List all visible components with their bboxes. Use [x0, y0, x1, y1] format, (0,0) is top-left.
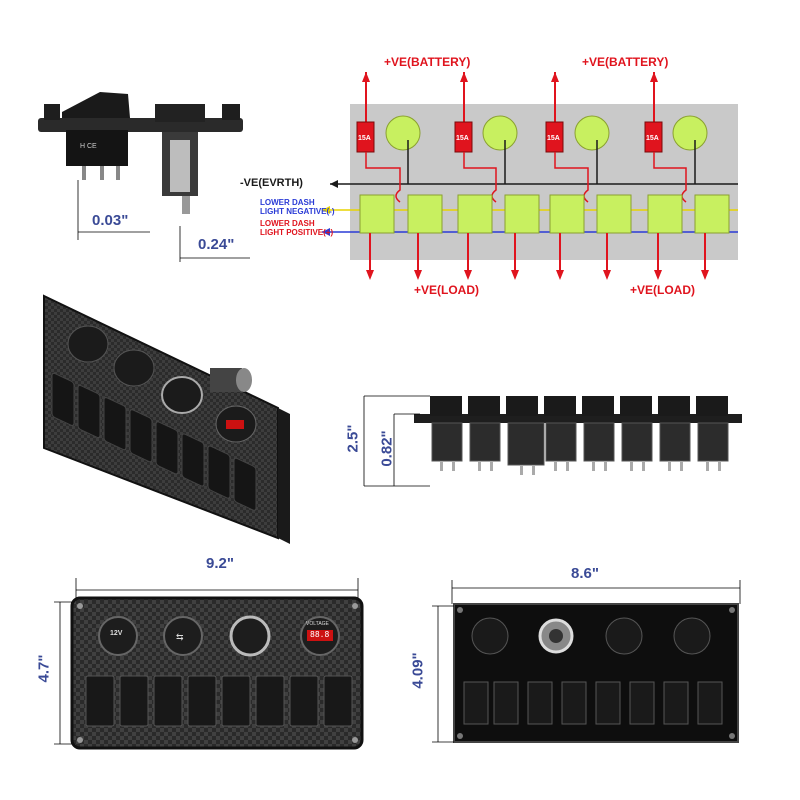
svg-text:H CE: H CE: [80, 143, 97, 150]
svg-text:⇆: ⇆: [176, 632, 184, 642]
dim-socket-depth: 0.24": [198, 236, 235, 253]
fuse-label-2: 15A: [456, 135, 469, 142]
battery-label-left: +VE(BATTERY): [384, 55, 471, 69]
dash-positive-line1: LOWER DASH: [260, 219, 315, 228]
dash-positive-label: LOWER DASH LIGHT POSITIVE(+): [260, 219, 333, 237]
fuse-label-1: 15A: [358, 135, 371, 142]
dim-front-width: 9.2": [206, 555, 234, 572]
fuse-label-3: 15A: [547, 135, 560, 142]
load-label-right: +VE(LOAD): [630, 283, 696, 297]
socket-12v-label: 12V: [110, 630, 123, 637]
wiring-group-1: [356, 72, 468, 280]
wiring-group-2: [454, 115, 540, 280]
battery-label-right: +VE(BATTERY): [582, 55, 669, 69]
dash-negative-line1: LOWER DASH: [260, 198, 315, 207]
dash-negative-line2: LIGHT NEGATIVE(-): [260, 207, 335, 216]
ground-label: -VE(EVRTH): [240, 177, 303, 189]
dim-flange-depth: 0.03": [92, 212, 129, 229]
voltmeter-label: VOLTAGE: [306, 621, 329, 627]
dash-positive-line2: LIGHT POSITIVE(+): [260, 228, 334, 237]
fuse-label-4: 15A: [646, 135, 659, 142]
wiring-group-3: [545, 72, 658, 280]
wiring-group-4: [644, 115, 730, 280]
dim-back-height: 4.09": [409, 652, 427, 689]
dash-negative-label: LOWER DASH LIGHT NEGATIVE(-): [260, 198, 335, 216]
voltmeter-display: 88.8: [310, 630, 330, 639]
dim-back-width: 8.6": [571, 565, 599, 582]
load-label-left: +VE(LOAD): [414, 283, 480, 297]
